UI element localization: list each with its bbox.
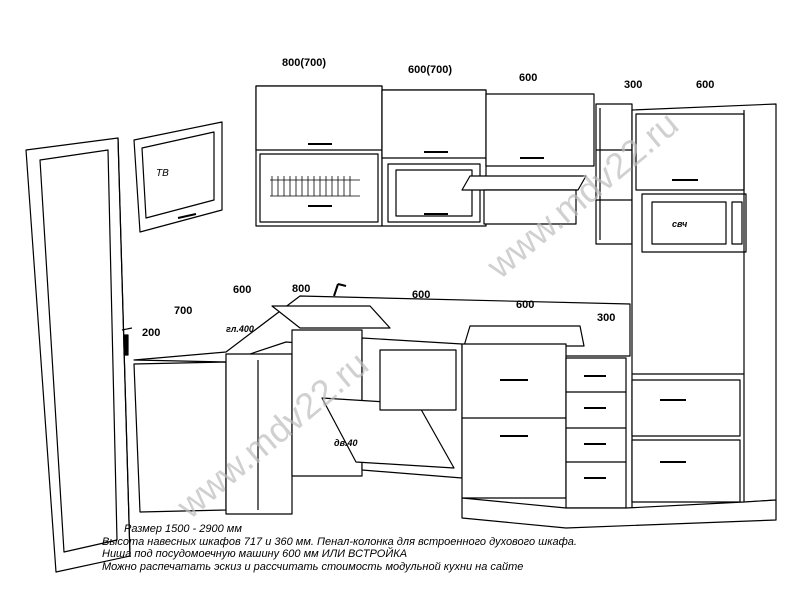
door xyxy=(25,137,133,573)
open-shelf-300 xyxy=(595,103,633,245)
tv-panel xyxy=(133,121,223,233)
door-handle-icon xyxy=(123,334,129,356)
plinth xyxy=(461,497,777,529)
base-corner-cabinet xyxy=(133,353,293,515)
dim-wall-300: 300 xyxy=(624,79,642,91)
dim-wall-600b: 600 xyxy=(519,72,537,84)
wall-cabinet-600a xyxy=(381,89,487,227)
dim-base-300: 300 xyxy=(597,312,615,324)
label-door-40: дв.40 xyxy=(334,438,358,448)
dishwasher xyxy=(321,337,463,479)
dim-wall-800: 800(700) xyxy=(282,57,326,69)
caption: Размер 1500 - 2900 мм Высота навесных шк… xyxy=(102,523,792,573)
caption-line-site: Можно распечатать эскиз и рассчитать сто… xyxy=(102,560,524,573)
dim-wall-600c: 600 xyxy=(696,79,714,91)
wall-cabinet-600b xyxy=(461,93,595,225)
base-drawers xyxy=(461,343,627,509)
dim-base-600a: 600 xyxy=(233,284,251,296)
faucet-icon xyxy=(333,283,347,297)
dim-corner-700: 700 xyxy=(174,305,192,317)
label-microwave: свч xyxy=(672,219,688,229)
dim-corner-200: 200 xyxy=(142,327,160,339)
caption-line-size: Размер 1500 - 2900 мм xyxy=(124,523,242,535)
caption-line-heights: Высота навесных шкафов 717 и 360 мм. Пен… xyxy=(102,535,577,548)
dim-base-800: 800 xyxy=(292,283,310,295)
dim-base-600b: 600 xyxy=(412,289,430,301)
tall-column xyxy=(631,103,777,511)
wall-cabinet-800 xyxy=(255,85,383,227)
dim-base-600c: 600 xyxy=(516,299,534,311)
label-depth-400: гл.400 xyxy=(226,324,254,334)
label-tv: ТВ xyxy=(156,168,169,179)
caption-line-niche: Ниша под посудомоечную машину 600 мм ИЛИ… xyxy=(102,548,408,560)
dim-wall-600a: 600(700) xyxy=(408,64,452,76)
